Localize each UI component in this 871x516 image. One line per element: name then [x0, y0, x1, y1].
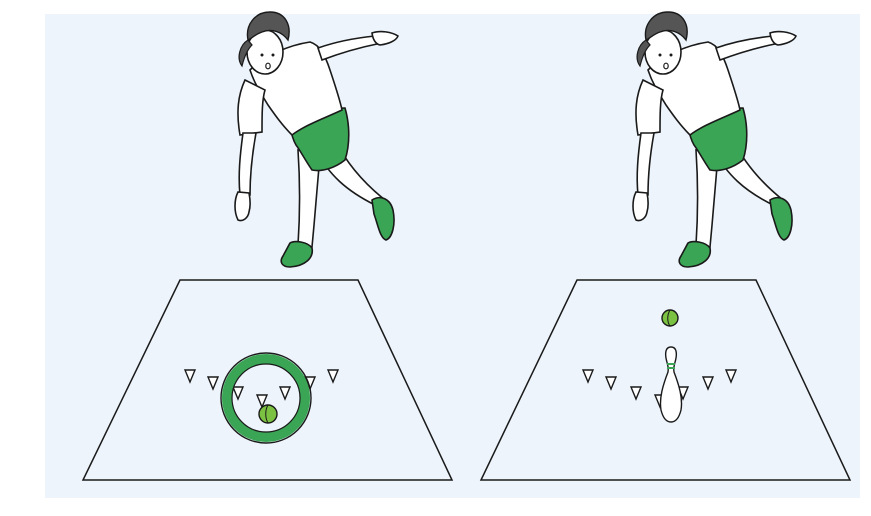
right-pins-icon — [582, 369, 737, 408]
left-lane-icon — [81, 279, 454, 481]
right-ball-icon — [661, 309, 679, 327]
right-bowler-icon — [632, 11, 797, 268]
target-ring-icon — [220, 352, 312, 444]
left-ball-icon — [258, 404, 278, 424]
left-pins-icon — [184, 369, 339, 408]
right-lane-icon — [479, 279, 852, 481]
bowling-pin-icon — [659, 346, 683, 423]
left-bowler-icon — [234, 11, 399, 268]
